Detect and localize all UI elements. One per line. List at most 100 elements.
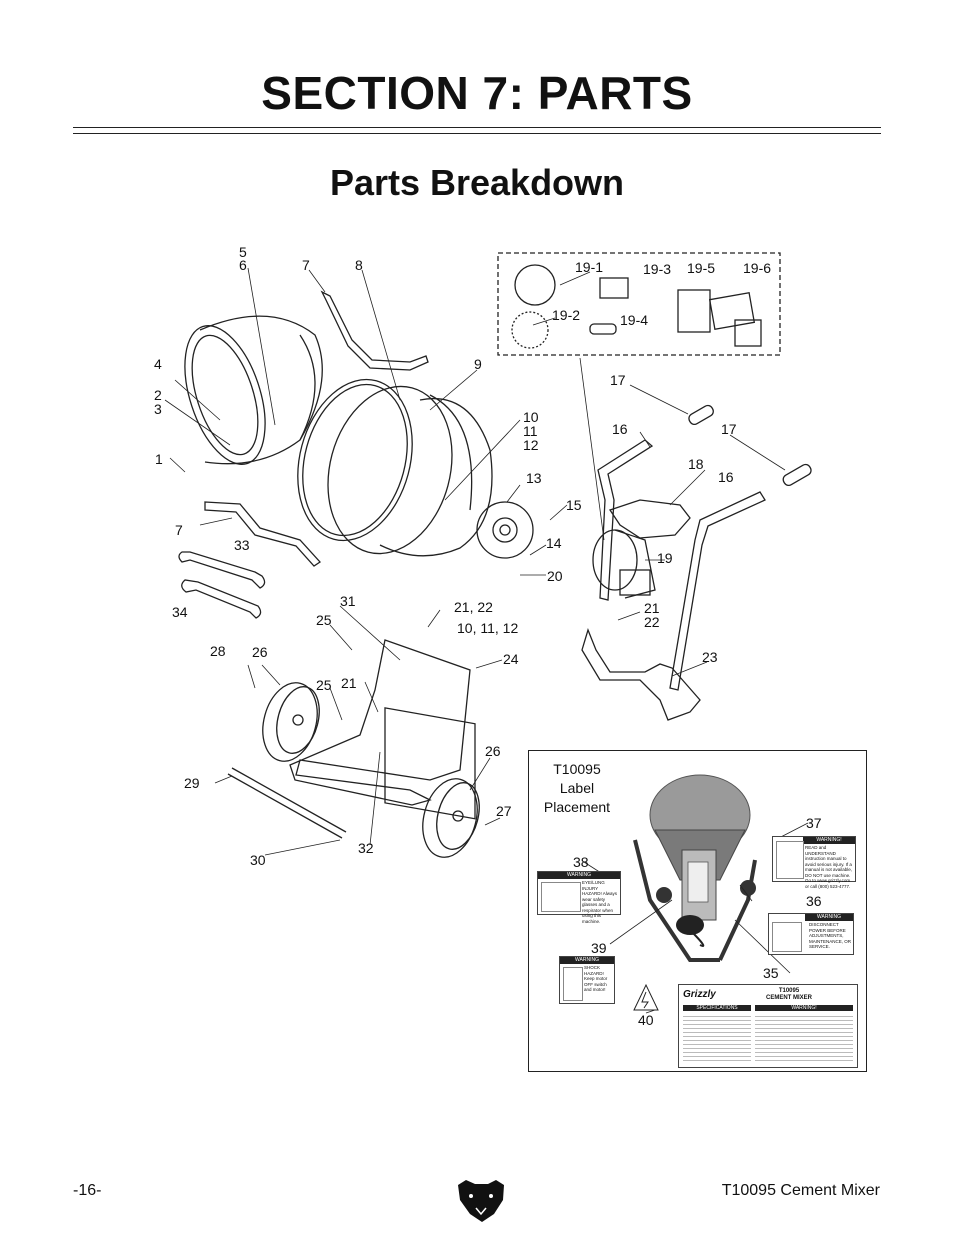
callout-25a: 25 [316, 612, 332, 628]
callout-20: 20 [547, 568, 563, 584]
callout-17a: 17 [610, 372, 626, 388]
safety-glasses-icon [541, 882, 581, 912]
grip-17b [782, 463, 812, 487]
warning-lines [755, 1013, 853, 1061]
wheel-left [262, 682, 320, 762]
callout-22b: 22 [644, 614, 660, 630]
callout-30: 30 [250, 852, 266, 868]
callout-19: 19 [657, 550, 673, 566]
callout-10-11-12b: 10, 11, 12 [457, 620, 519, 636]
callout-15: 15 [566, 497, 582, 513]
handle-right [669, 491, 766, 691]
decal-35-specs: Grizzly T10095 CEMENT MIXER SPECIFICATIO… [678, 984, 858, 1068]
page-subtitle: Parts Breakdown [329, 162, 625, 203]
title-divider [73, 127, 881, 134]
page-number: -16- [73, 1182, 102, 1199]
callout-19-3: 19-3 [643, 261, 672, 277]
shock-icon [563, 967, 583, 1001]
wrench-34 [181, 579, 262, 619]
callout-4: 4 [154, 356, 162, 372]
callout-19-1: 19-1 [575, 259, 604, 275]
grip-17a [688, 404, 714, 426]
callout-26b: 26 [485, 743, 501, 759]
callout-24: 24 [503, 651, 519, 667]
switch-gear-19-2 [511, 311, 549, 349]
callout-40: 40 [638, 1012, 654, 1028]
callout-12: 12 [523, 437, 539, 453]
callout-21: 21 [341, 675, 357, 691]
callout-21b: 21 [644, 600, 660, 616]
callout-8: 8 [355, 257, 363, 273]
callout-2: 2 [154, 387, 162, 403]
gear-guard [608, 499, 691, 539]
grizzly-logo: Grizzly [683, 989, 716, 1000]
callout-34: 34 [172, 604, 188, 620]
decal-37: WARNING! READ and UNDERSTAND instruction… [772, 836, 856, 889]
callout-1: 1 [155, 451, 163, 467]
plug-icon [772, 922, 802, 952]
callout-28: 28 [210, 643, 226, 659]
bracket-bottom [204, 501, 321, 567]
callout-19-6: 19-6 [743, 260, 772, 276]
callout-27: 27 [496, 803, 512, 819]
callout-18: 18 [688, 456, 704, 472]
specs-lines [683, 1013, 751, 1061]
callout-14: 14 [546, 535, 562, 551]
callout-37: 37 [806, 815, 822, 831]
callout-38: 38 [573, 854, 589, 870]
callout-7: 7 [302, 257, 310, 273]
callout-19-4: 19-4 [620, 312, 649, 328]
callout-7b: 7 [175, 522, 183, 538]
manual-icon [776, 841, 804, 879]
section-title: SECTION 7: PARTS [261, 67, 693, 119]
callout-13: 13 [526, 470, 542, 486]
callout-16a: 16 [612, 421, 628, 437]
wrench-33 [178, 551, 266, 589]
callout-26a: 26 [252, 644, 268, 660]
drive-gear [476, 501, 534, 559]
callout-25b: 25 [316, 677, 332, 693]
decal-36: WARNING DISCONNECT POWER BEFORE ADJUSTME… [768, 913, 854, 955]
callout-3: 3 [154, 401, 162, 417]
wheel-right [422, 778, 480, 858]
document-title: T10095 Cement Mixer [721, 1182, 880, 1199]
switch-19-5 [677, 289, 711, 333]
switch-group-box [497, 252, 781, 356]
axle [227, 767, 347, 839]
callout-16b: 16 [718, 469, 734, 485]
callout-21-22: 21, 22 [454, 599, 493, 615]
callout-33: 33 [234, 537, 250, 553]
callout-10: 10 [523, 409, 539, 425]
label-placement-heading: T10095 Label Placement [543, 761, 611, 815]
frame-24 [289, 639, 471, 806]
decal-39: WARNING SHOCK HAZARD! Keep motor OFF swi… [559, 956, 615, 1004]
handle-left [597, 439, 654, 601]
seal-ring [297, 378, 413, 542]
switch-plate [734, 319, 762, 347]
callout-11: 11 [523, 423, 538, 439]
switch-cover [514, 264, 556, 306]
callout-29: 29 [184, 775, 200, 791]
callout-36: 36 [806, 893, 822, 909]
drum-front-section [184, 315, 323, 465]
callout-19-2: 19-2 [552, 307, 581, 323]
callout-5: 5 [239, 244, 247, 260]
callout-31: 31 [340, 593, 356, 609]
callout-19-5: 19-5 [687, 260, 716, 276]
bracket-top [320, 290, 429, 371]
switch-19-4 [589, 323, 617, 335]
stand-23 [581, 628, 701, 721]
callout-17b: 17 [721, 421, 737, 437]
motor-assembly [592, 529, 656, 599]
callout-6: 6 [239, 257, 247, 273]
callout-39: 39 [591, 940, 607, 956]
switch-19-3 [599, 277, 629, 299]
callout-9: 9 [474, 356, 482, 372]
callout-32: 32 [358, 840, 374, 856]
callout-23: 23 [702, 649, 718, 665]
callout-35: 35 [763, 965, 779, 981]
decal-38: WARNING EYE/LUNG INJURY HAZARD! Always w… [537, 871, 621, 924]
